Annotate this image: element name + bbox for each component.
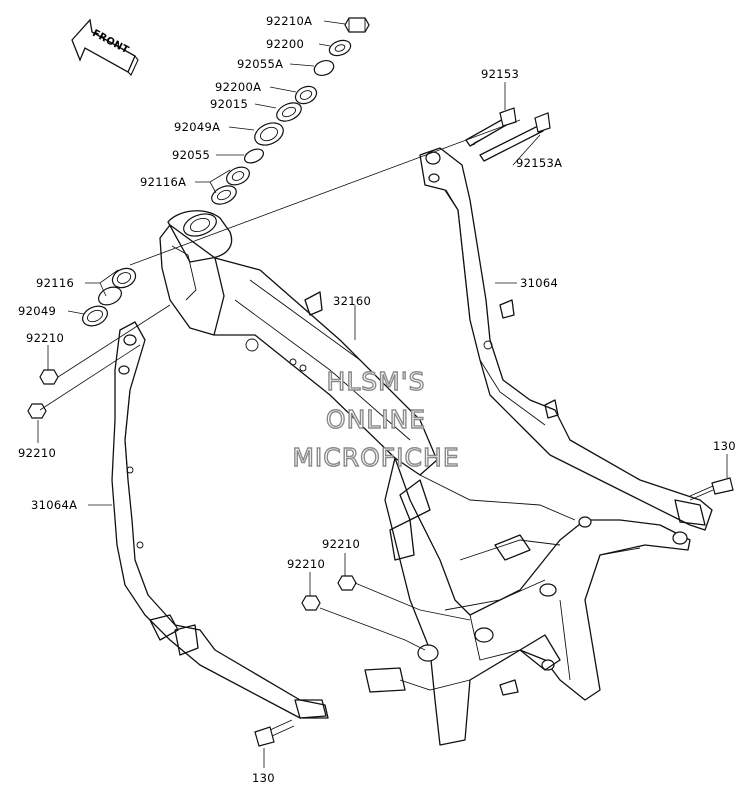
washer-92200A bbox=[294, 85, 318, 105]
oring-92055 bbox=[243, 148, 265, 164]
front-arrow: FRONT bbox=[71, 18, 139, 76]
bolt-130-right bbox=[689, 477, 734, 501]
label-130-bottom: 130 bbox=[252, 771, 275, 785]
nut-92210-left-lower bbox=[27, 403, 47, 419]
nut-92015 bbox=[276, 102, 302, 122]
bearing-92116-a bbox=[111, 267, 137, 289]
assembly-line-left-nut bbox=[57, 304, 171, 378]
label-92210-center-right: 92210 bbox=[322, 537, 360, 551]
label-92049: 92049 bbox=[18, 304, 56, 318]
assembly-line-upper bbox=[129, 119, 521, 266]
nut-92210-center-left bbox=[301, 595, 321, 611]
label-92116: 92116 bbox=[36, 276, 74, 290]
bearing-92116A-top bbox=[226, 166, 250, 186]
label-92055: 92055 bbox=[172, 148, 210, 162]
watermark-line-1: HLSM'S bbox=[327, 367, 426, 396]
washer-92200 bbox=[328, 39, 352, 57]
bolt-130-bottom bbox=[254, 719, 295, 747]
label-92153: 92153 bbox=[481, 67, 519, 81]
label-92015: 92015 bbox=[210, 97, 248, 111]
label-92210-left-upper: 92210 bbox=[26, 331, 64, 345]
steering-stack bbox=[211, 17, 370, 205]
seal-92049 bbox=[82, 305, 108, 327]
leader-lines bbox=[37, 20, 728, 768]
label-92153A: 92153A bbox=[516, 156, 562, 170]
watermark: HLSM'S ONLINE MICROFICHE bbox=[292, 366, 460, 472]
label-31064A: 31064A bbox=[31, 498, 77, 512]
label-92049A: 92049A bbox=[174, 120, 220, 134]
label-32160: 32160 bbox=[333, 294, 371, 308]
label-92200: 92200 bbox=[266, 37, 304, 51]
label-92210-left-lower: 92210 bbox=[18, 446, 56, 460]
bearing-92116A-bottom bbox=[211, 185, 237, 205]
label-92210A: 92210A bbox=[266, 14, 312, 28]
watermark-line-2: ONLINE bbox=[326, 405, 426, 434]
part-labels: 92210A 92200 92055A 92200A 92015 92049A … bbox=[18, 14, 736, 785]
down-tube-31064 bbox=[419, 147, 713, 531]
label-92200A: 92200A bbox=[215, 80, 261, 94]
seal-92049A bbox=[254, 122, 284, 146]
nut-92210-left-upper bbox=[39, 369, 59, 385]
oring-92055A bbox=[313, 59, 335, 77]
label-130-right: 130 bbox=[713, 439, 736, 453]
label-92116A: 92116A bbox=[140, 175, 186, 189]
down-tube-31064A bbox=[111, 321, 329, 719]
watermark-line-3: MICROFICHE bbox=[292, 443, 459, 472]
label-92055A: 92055A bbox=[237, 57, 283, 71]
nut-92210-center-right bbox=[337, 575, 357, 591]
label-31064: 31064 bbox=[520, 276, 558, 290]
bolts-92153 bbox=[465, 107, 551, 162]
label-92210-center-left: 92210 bbox=[287, 557, 325, 571]
frame-main bbox=[159, 210, 691, 746]
assembly-line-lower bbox=[39, 344, 141, 411]
